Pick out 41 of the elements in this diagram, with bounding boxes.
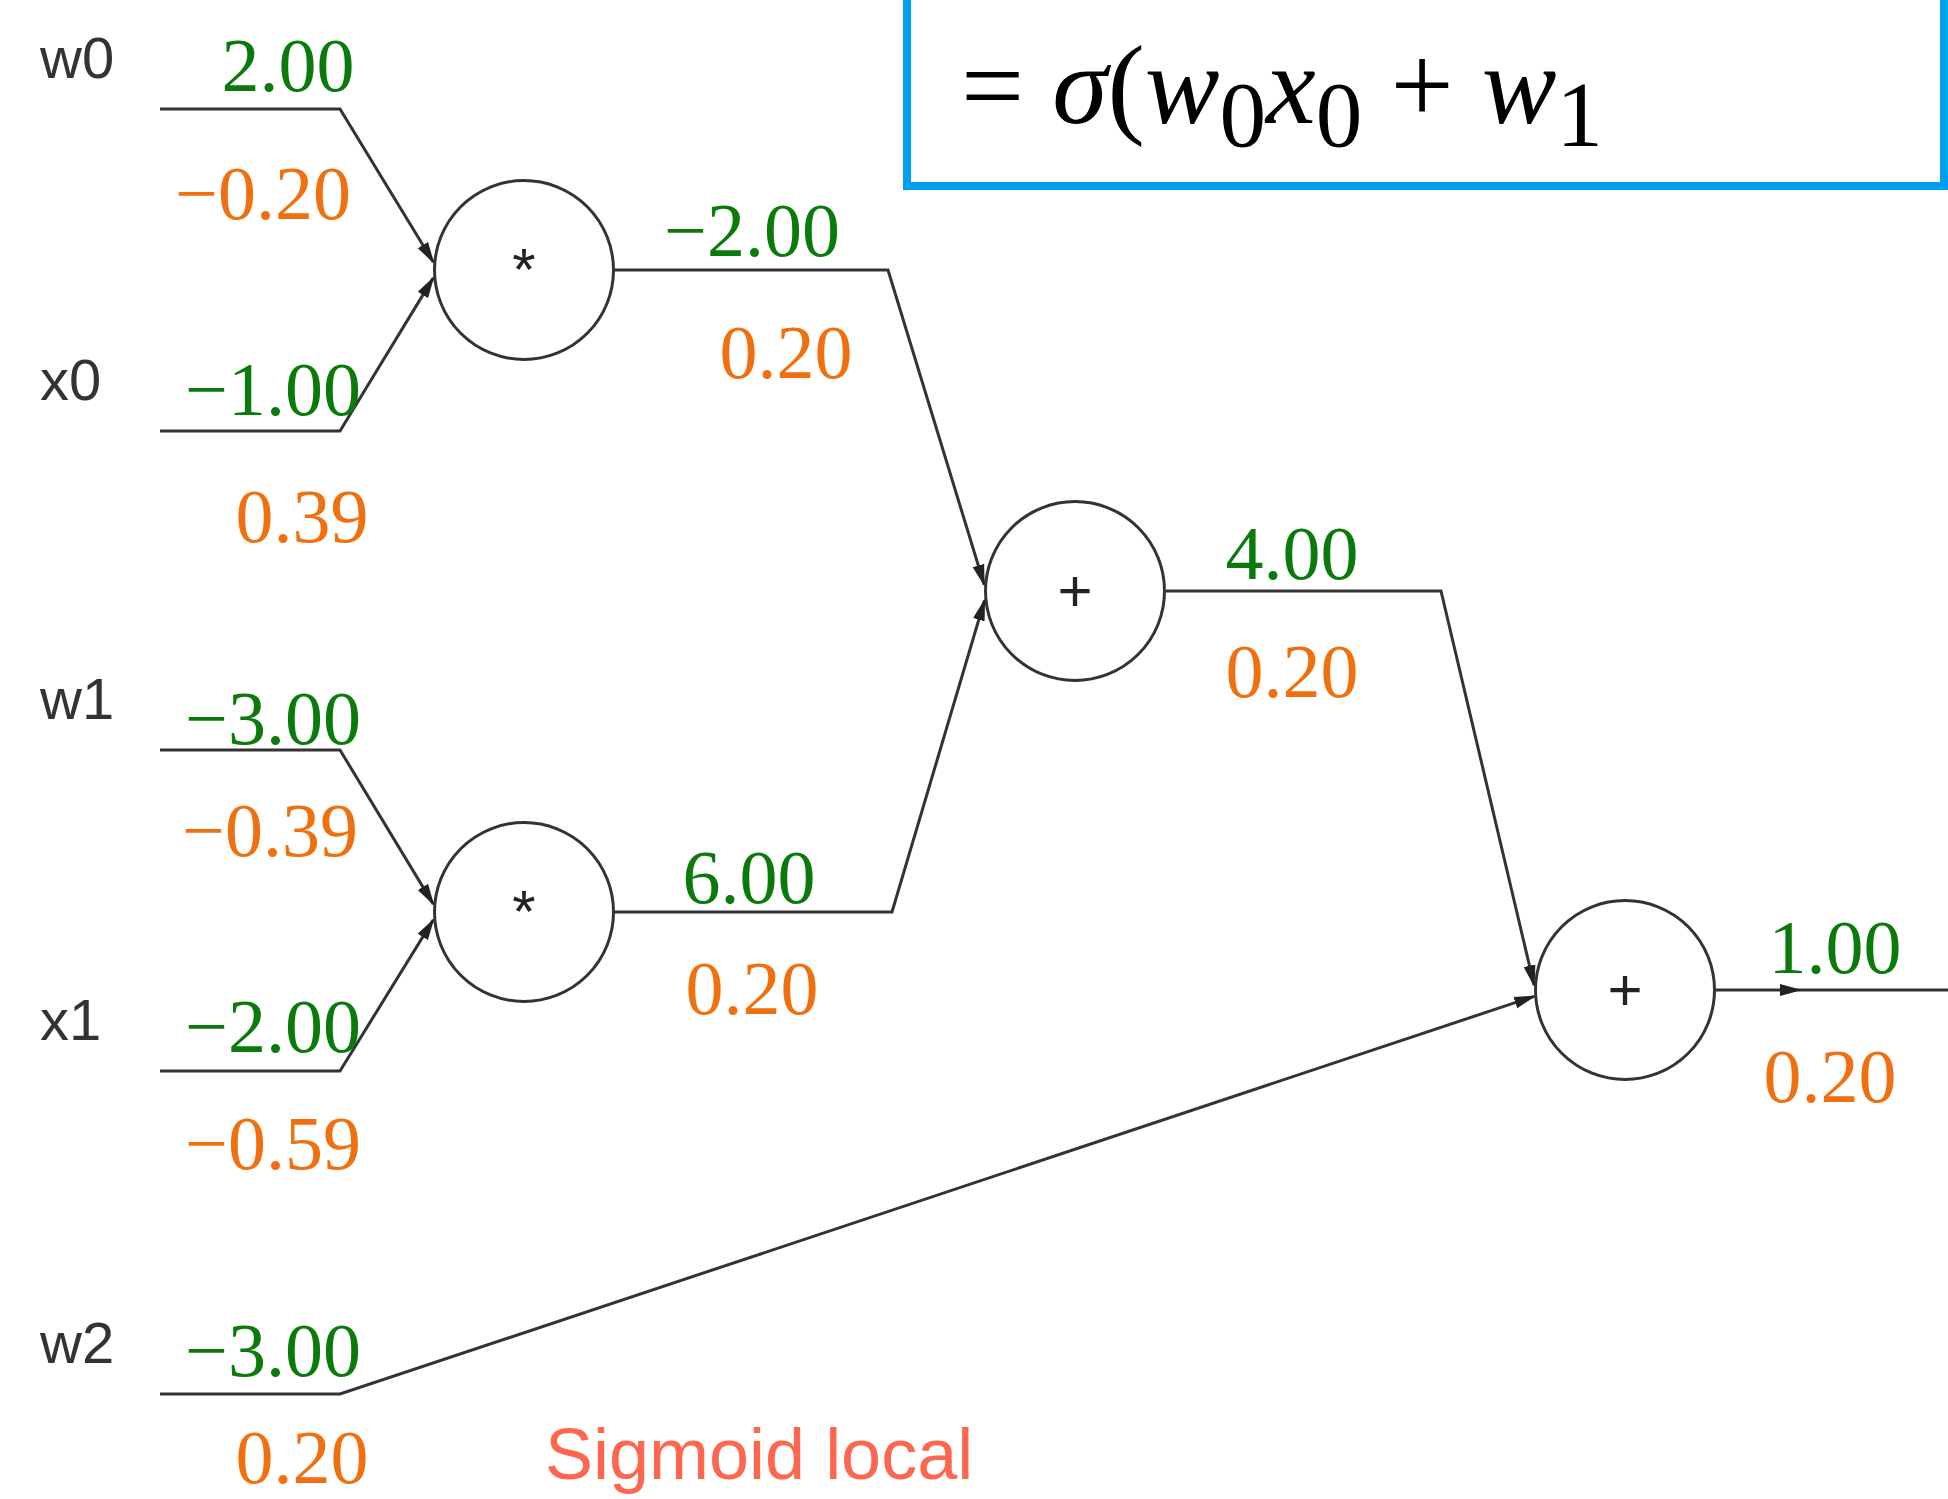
formula-box: = σ(w$_{0}$x$_{0}$ + w$_{1}$	[903, 0, 1948, 190]
edge-label: 6.00	[682, 839, 816, 915]
arrow	[160, 918, 435, 1073]
operation-node	[433, 179, 615, 361]
operator-symbol: *	[511, 882, 537, 942]
arrow	[615, 598, 986, 914]
edge-label: −3.00	[185, 680, 361, 756]
gradient-value: −0.39	[182, 792, 358, 868]
operation-node	[1534, 899, 1716, 1081]
edge-label: −1.00	[185, 351, 361, 427]
gradient-value: 0.20	[1225, 633, 1359, 709]
operator-symbol: *	[511, 240, 537, 300]
arrow	[615, 268, 986, 587]
input-label: x1	[40, 988, 160, 1072]
gradient-value: 0.20	[235, 1419, 369, 1495]
gradient-value: 0.39	[235, 478, 369, 554]
input-label: x0	[40, 348, 160, 432]
arrow	[1716, 984, 1802, 996]
input-label: w0	[40, 26, 160, 110]
edge-label: 2.00	[221, 27, 355, 103]
gradient-value: 0.20	[1763, 1038, 1897, 1114]
arrow	[160, 276, 435, 433]
operator-symbol: +	[1056, 561, 1094, 621]
arrow	[160, 748, 435, 906]
gradient-value: 0.20	[685, 950, 819, 1026]
arrow	[160, 107, 435, 264]
edge-label: −2.00	[664, 192, 840, 268]
operation-node	[433, 821, 615, 1003]
gradient-value: −0.59	[185, 1105, 361, 1181]
gradient-value: 0.20	[719, 314, 853, 390]
gradient-value: −0.20	[175, 155, 351, 231]
operator-symbol: +	[1606, 960, 1644, 1020]
edge-label: 1.00	[1768, 909, 1902, 985]
input-label: w2	[40, 1311, 160, 1395]
arrow	[1166, 589, 1536, 988]
edge-label: −2.00	[185, 988, 361, 1064]
input-label: w1	[40, 667, 160, 751]
edge-label: −3.00	[185, 1312, 361, 1388]
arrow	[160, 994, 1537, 1396]
edge-label: 4.00	[1225, 515, 1359, 591]
operation-node	[984, 500, 1166, 682]
